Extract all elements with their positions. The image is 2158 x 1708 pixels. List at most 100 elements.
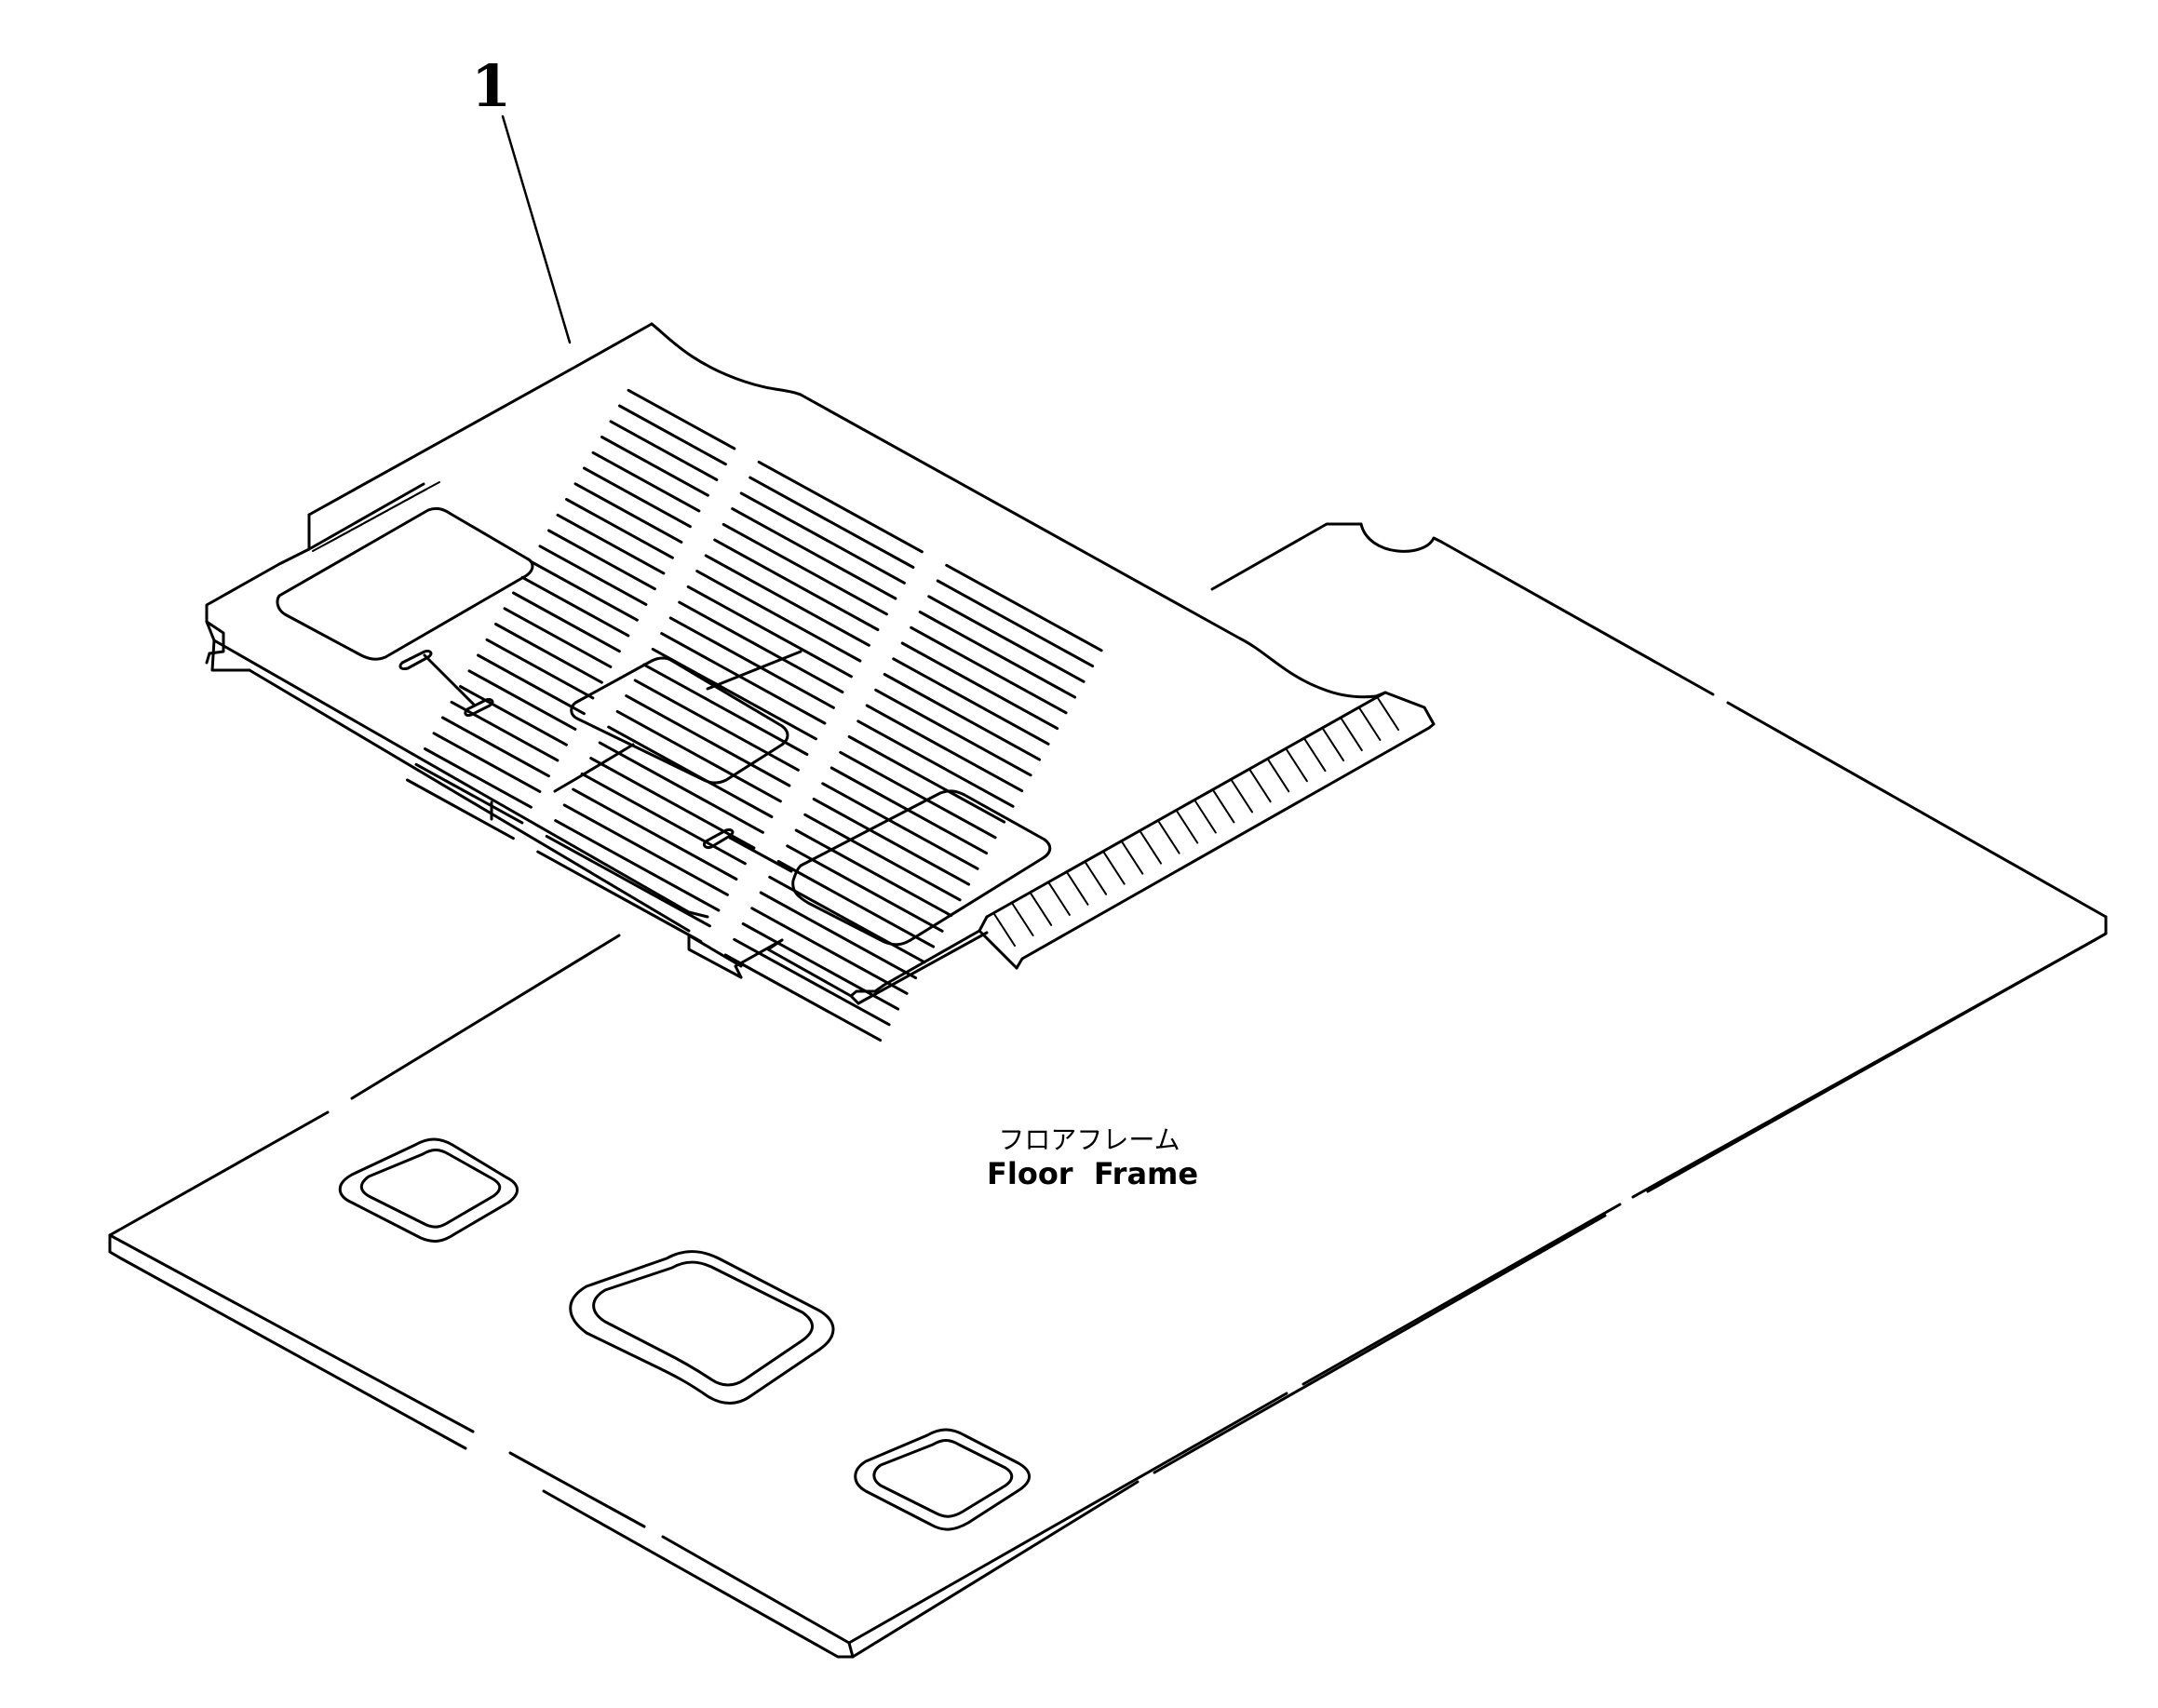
mat-slot-left-b: [464, 698, 494, 717]
mat-slat-line: [625, 694, 791, 787]
mat-front-left-a: [766, 938, 853, 998]
mat-strip-hatch-line: [1066, 871, 1089, 906]
mat-slat-line: [633, 679, 800, 772]
mat-slat-line: [731, 507, 897, 600]
mat-slat-line: [829, 766, 989, 855]
mat-slot-link-right: [728, 836, 793, 873]
mat-slat-line: [565, 498, 674, 559]
mat-left-skirt-end: [210, 639, 251, 672]
mat-slat-line: [591, 451, 701, 513]
mat-top-left-edge: [307, 364, 579, 517]
mat-slat-line: [580, 772, 747, 866]
mat-slat-line: [812, 798, 971, 886]
mat-slat-line: [936, 579, 1095, 668]
mat-right-strip-top: [985, 691, 1387, 919]
mat-slat-line: [615, 709, 782, 803]
mat-front-edge-c: [856, 931, 989, 1005]
mat-slat-line: [900, 641, 1059, 731]
floor-frame-bottom-edge-c: [847, 1392, 1288, 1645]
floor-frame-front-thick-b: [542, 1489, 855, 1659]
mat-strip-hatch-line: [1285, 748, 1308, 783]
mat-slat-line: [520, 575, 630, 638]
mat-right-cutout: [1238, 637, 1378, 699]
mat-top-rear-corner: [575, 322, 654, 368]
mat-strip-hatch-line: [1212, 789, 1235, 824]
mat-slat-line: [607, 725, 774, 818]
mat-strip-hatch-line: [1011, 903, 1034, 936]
mat-slat-line: [609, 420, 719, 481]
mat-opening-rear-left: [276, 506, 534, 661]
mat-right-strip-front: [978, 915, 1018, 970]
floor-frame-top-edge-left-2: [350, 934, 621, 1100]
floor-frame-inner-bottom-b: [1153, 1214, 1607, 1474]
floor-frame-inner-bottom-c: [851, 1480, 1140, 1659]
floor-frame-opening-small-right: [854, 1428, 1031, 1531]
mat-left-side: [205, 513, 311, 642]
mat-slat-line: [839, 750, 997, 840]
floor-frame-front-thick-a: [119, 1257, 467, 1450]
part-number-callout: 1: [471, 52, 512, 120]
mat-slat-line: [750, 907, 909, 995]
floor-frame-opening-large-center-inner: [592, 1260, 814, 1387]
mat-strip-hatch-line: [1267, 759, 1290, 793]
mat-slat-line: [847, 735, 1006, 824]
floor-frame-top-edge-right: [1210, 522, 1363, 591]
mat-slat-line: [600, 436, 709, 497]
mat-slat-line: [776, 860, 936, 948]
mat-front-skirt-a: [734, 938, 784, 979]
mat-slat-line: [562, 803, 729, 896]
mat-slat-line: [668, 616, 835, 709]
mat-slat-line: [406, 778, 515, 841]
mat-slat-line: [538, 545, 648, 606]
floor-frame-opening-large-center: [569, 1250, 835, 1405]
mat-slat-line: [945, 563, 1103, 652]
mat-slat-line: [759, 891, 918, 980]
mat-slat-line: [467, 669, 577, 731]
mat-slat-line: [503, 607, 613, 668]
mat-slat-line: [598, 741, 764, 834]
mat-left-side-2: [205, 620, 225, 655]
mat-slat-line: [572, 787, 738, 881]
mat-slat-line: [545, 834, 711, 928]
mat-front-edge-a: [873, 929, 981, 993]
mat-slat-line: [651, 647, 817, 741]
mat-strip-hatching: [312, 481, 1399, 947]
mat-center-rib-b: [706, 650, 803, 691]
floor-frame-right-edge-a: [1439, 540, 1715, 696]
mat-strip-hatch-line: [1047, 881, 1071, 916]
mat-strip-hatch-line: [1377, 697, 1399, 731]
mat-left-skirt-bottom: [248, 668, 691, 933]
mat-strip-hatch-line: [1085, 861, 1108, 895]
floor-frame: [108, 522, 2108, 1659]
mat-slat-line: [741, 922, 900, 1011]
mat-strip-hatch-line: [1030, 892, 1053, 926]
mat-strip-hatch-line: [1248, 769, 1272, 803]
mat-slats: [406, 388, 1103, 1042]
mat-strip-hatch-line: [1322, 728, 1345, 762]
floor-frame-front-edge-b: [508, 1451, 646, 1528]
mat-top-notch: [650, 322, 803, 397]
mat-slat-line: [713, 538, 880, 631]
floor-frame-top-edge-left: [108, 1110, 330, 1237]
floor-frame-top-notch: [1359, 522, 1443, 553]
floor-frame-opening-small-left: [338, 1137, 519, 1243]
floor-mat: [205, 322, 1436, 1005]
floor-frame-front-corner: [847, 1641, 855, 1659]
mat-slat-line: [733, 937, 891, 1027]
mat-slat-line: [459, 685, 568, 746]
mat-slat-line: [704, 554, 870, 647]
mat-slat-line: [512, 591, 621, 653]
mat-slat-line: [573, 482, 683, 544]
mat-slat-line: [695, 570, 862, 663]
floor-frame-label-english: Floor Frame: [987, 1156, 1199, 1191]
mat-slat-line: [627, 388, 736, 451]
mat-slat-line: [530, 560, 639, 622]
mat-slat-line: [450, 700, 560, 762]
mat-slat-line: [794, 828, 953, 918]
mat-strip-hatch-line: [1157, 820, 1180, 854]
mat-strip-hatch-line: [1140, 830, 1162, 865]
floor-frame-right-edge-b: [1726, 701, 2108, 919]
mat-strip-hatch-line: [1231, 779, 1253, 814]
floor-frame-front-edge-c: [661, 1535, 851, 1645]
mat-slat-line: [554, 819, 721, 912]
